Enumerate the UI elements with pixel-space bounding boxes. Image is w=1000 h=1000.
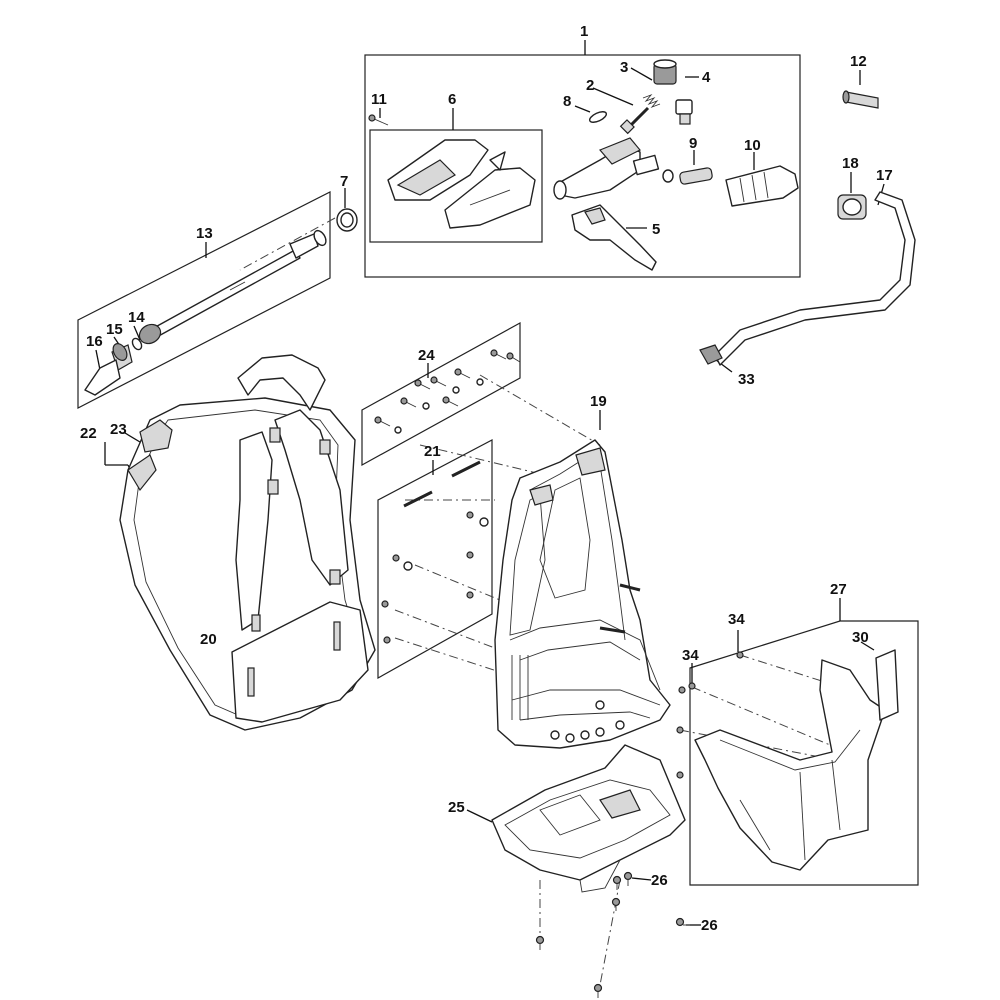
callout-12: 12 — [850, 53, 867, 70]
group-box-13 — [77, 191, 331, 409]
callout-labels: 1 2 3 4 5 6 7 8 9 10 11 12 13 14 15 16 1… — [80, 23, 893, 934]
callout-30: 30 — [852, 629, 869, 646]
callout-23: 23 — [110, 421, 127, 438]
handle-halves — [387, 139, 536, 229]
valve-stem-2 — [619, 106, 650, 135]
callout-7: 7 — [340, 173, 348, 190]
callout-27: 27 — [830, 581, 847, 598]
nut-18 — [837, 194, 867, 220]
group-box-24 — [361, 321, 521, 467]
nozzle-assembly — [84, 337, 143, 396]
callout-3: 3 — [620, 59, 628, 76]
cover-27 — [694, 659, 886, 871]
valve-insert — [675, 99, 693, 125]
callout-8: 8 — [563, 93, 571, 110]
screws-26 — [535, 871, 690, 998]
callout-6: 6 — [448, 91, 456, 108]
callout-21: 21 — [424, 443, 441, 460]
callout-11: 11 — [371, 91, 387, 108]
cap-4 — [653, 59, 677, 85]
group-box-6 — [369, 129, 543, 243]
screws-24 — [374, 349, 521, 434]
group-box-1 — [364, 54, 801, 278]
callout-9: 9 — [689, 135, 697, 152]
callout-33: 33 — [738, 371, 755, 388]
o-ring-small — [662, 169, 674, 183]
connector-12 — [842, 90, 879, 109]
callout-10: 10 — [744, 137, 761, 154]
o-ring-8 — [588, 111, 608, 123]
screw-11 — [368, 114, 389, 126]
trigger-lever-5 — [571, 204, 657, 271]
callout-4: 4 — [702, 69, 711, 86]
wand-assembly — [138, 229, 327, 345]
label-30 — [875, 649, 899, 721]
callout-2: 2 — [586, 77, 594, 94]
callout-1: 1 — [580, 23, 588, 40]
clamp-33 — [699, 344, 723, 365]
callout-34-a: 34 — [728, 611, 745, 628]
backpack-frame-19 — [494, 439, 671, 749]
callout-34-b: 34 — [682, 647, 699, 664]
group-box-21 — [377, 439, 493, 680]
callout-19: 19 — [590, 393, 607, 410]
callout-20: 20 — [200, 631, 217, 648]
callout-25: 25 — [448, 799, 465, 816]
callout-16: 16 — [86, 333, 103, 350]
callout-24: 24 — [418, 347, 435, 364]
base-tray-25 — [491, 744, 686, 893]
callout-26-a: 26 — [651, 872, 668, 889]
callout-5: 5 — [652, 221, 660, 238]
valve-body — [553, 137, 660, 200]
filter-9 — [679, 167, 713, 185]
callout-13: 13 — [196, 225, 213, 242]
group-box-27 — [689, 620, 919, 886]
screws-34 — [676, 651, 744, 779]
callout-22: 22 — [80, 425, 97, 442]
callout-18: 18 — [842, 155, 859, 172]
tank-backpack — [119, 354, 376, 731]
callout-14: 14 — [128, 309, 145, 326]
spring-3 — [642, 93, 661, 109]
callout-26-b: 26 — [701, 917, 718, 934]
callout-17: 17 — [876, 167, 893, 184]
hose-sleeve-10 — [725, 165, 799, 207]
o-ring-7 — [336, 208, 358, 232]
callout-15: 15 — [106, 321, 123, 338]
rods-and-screws-21 — [381, 460, 489, 644]
hose-17 — [714, 191, 916, 366]
